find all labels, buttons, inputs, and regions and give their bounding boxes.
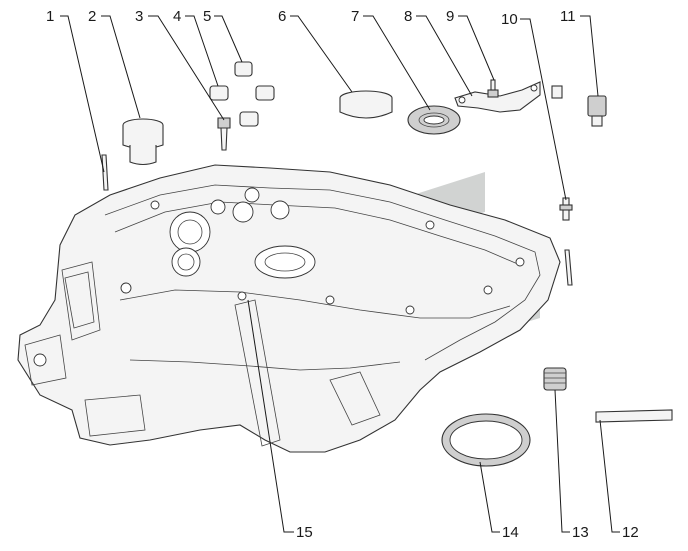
- part-1-pin: [101, 154, 109, 191]
- callout-7: 7: [351, 8, 359, 25]
- part-3-bolt: [217, 117, 231, 151]
- callout-6: 6: [278, 8, 286, 25]
- callout-3: 3: [135, 8, 143, 25]
- leader-lines: [60, 15, 620, 533]
- part-6-seal-ring: [339, 90, 393, 119]
- callout-4: 4: [173, 8, 181, 25]
- part-11-plug: [587, 95, 607, 127]
- callout-13: 13: [572, 524, 589, 541]
- callout-9: 9: [446, 8, 454, 25]
- part-14-o-ring: [441, 413, 531, 467]
- callout-1: 1: [46, 8, 54, 25]
- gearbox-housing: [17, 164, 561, 453]
- part-4-bushings: [209, 85, 275, 127]
- callout-labels: 1 2 3 4 5 6 7 8 9 10 11 12 13 14 15: [46, 8, 639, 541]
- callout-5: 5: [203, 8, 211, 25]
- callout-11: 11: [560, 8, 576, 25]
- callout-10: 10: [501, 11, 518, 28]
- callout-12: 12: [622, 524, 639, 541]
- callout-8: 8: [404, 8, 412, 25]
- part-12-rod: [595, 409, 673, 423]
- callout-2: 2: [88, 8, 96, 25]
- part-2-breather-cap: [122, 118, 164, 166]
- callout-14: 14: [502, 524, 519, 541]
- callout-15: 15: [296, 524, 313, 541]
- part-5-bushing: [234, 61, 253, 77]
- part-13-threaded-plug: [543, 367, 567, 391]
- part-9-bolt: [487, 79, 499, 98]
- part-7-bearing: [407, 105, 461, 135]
